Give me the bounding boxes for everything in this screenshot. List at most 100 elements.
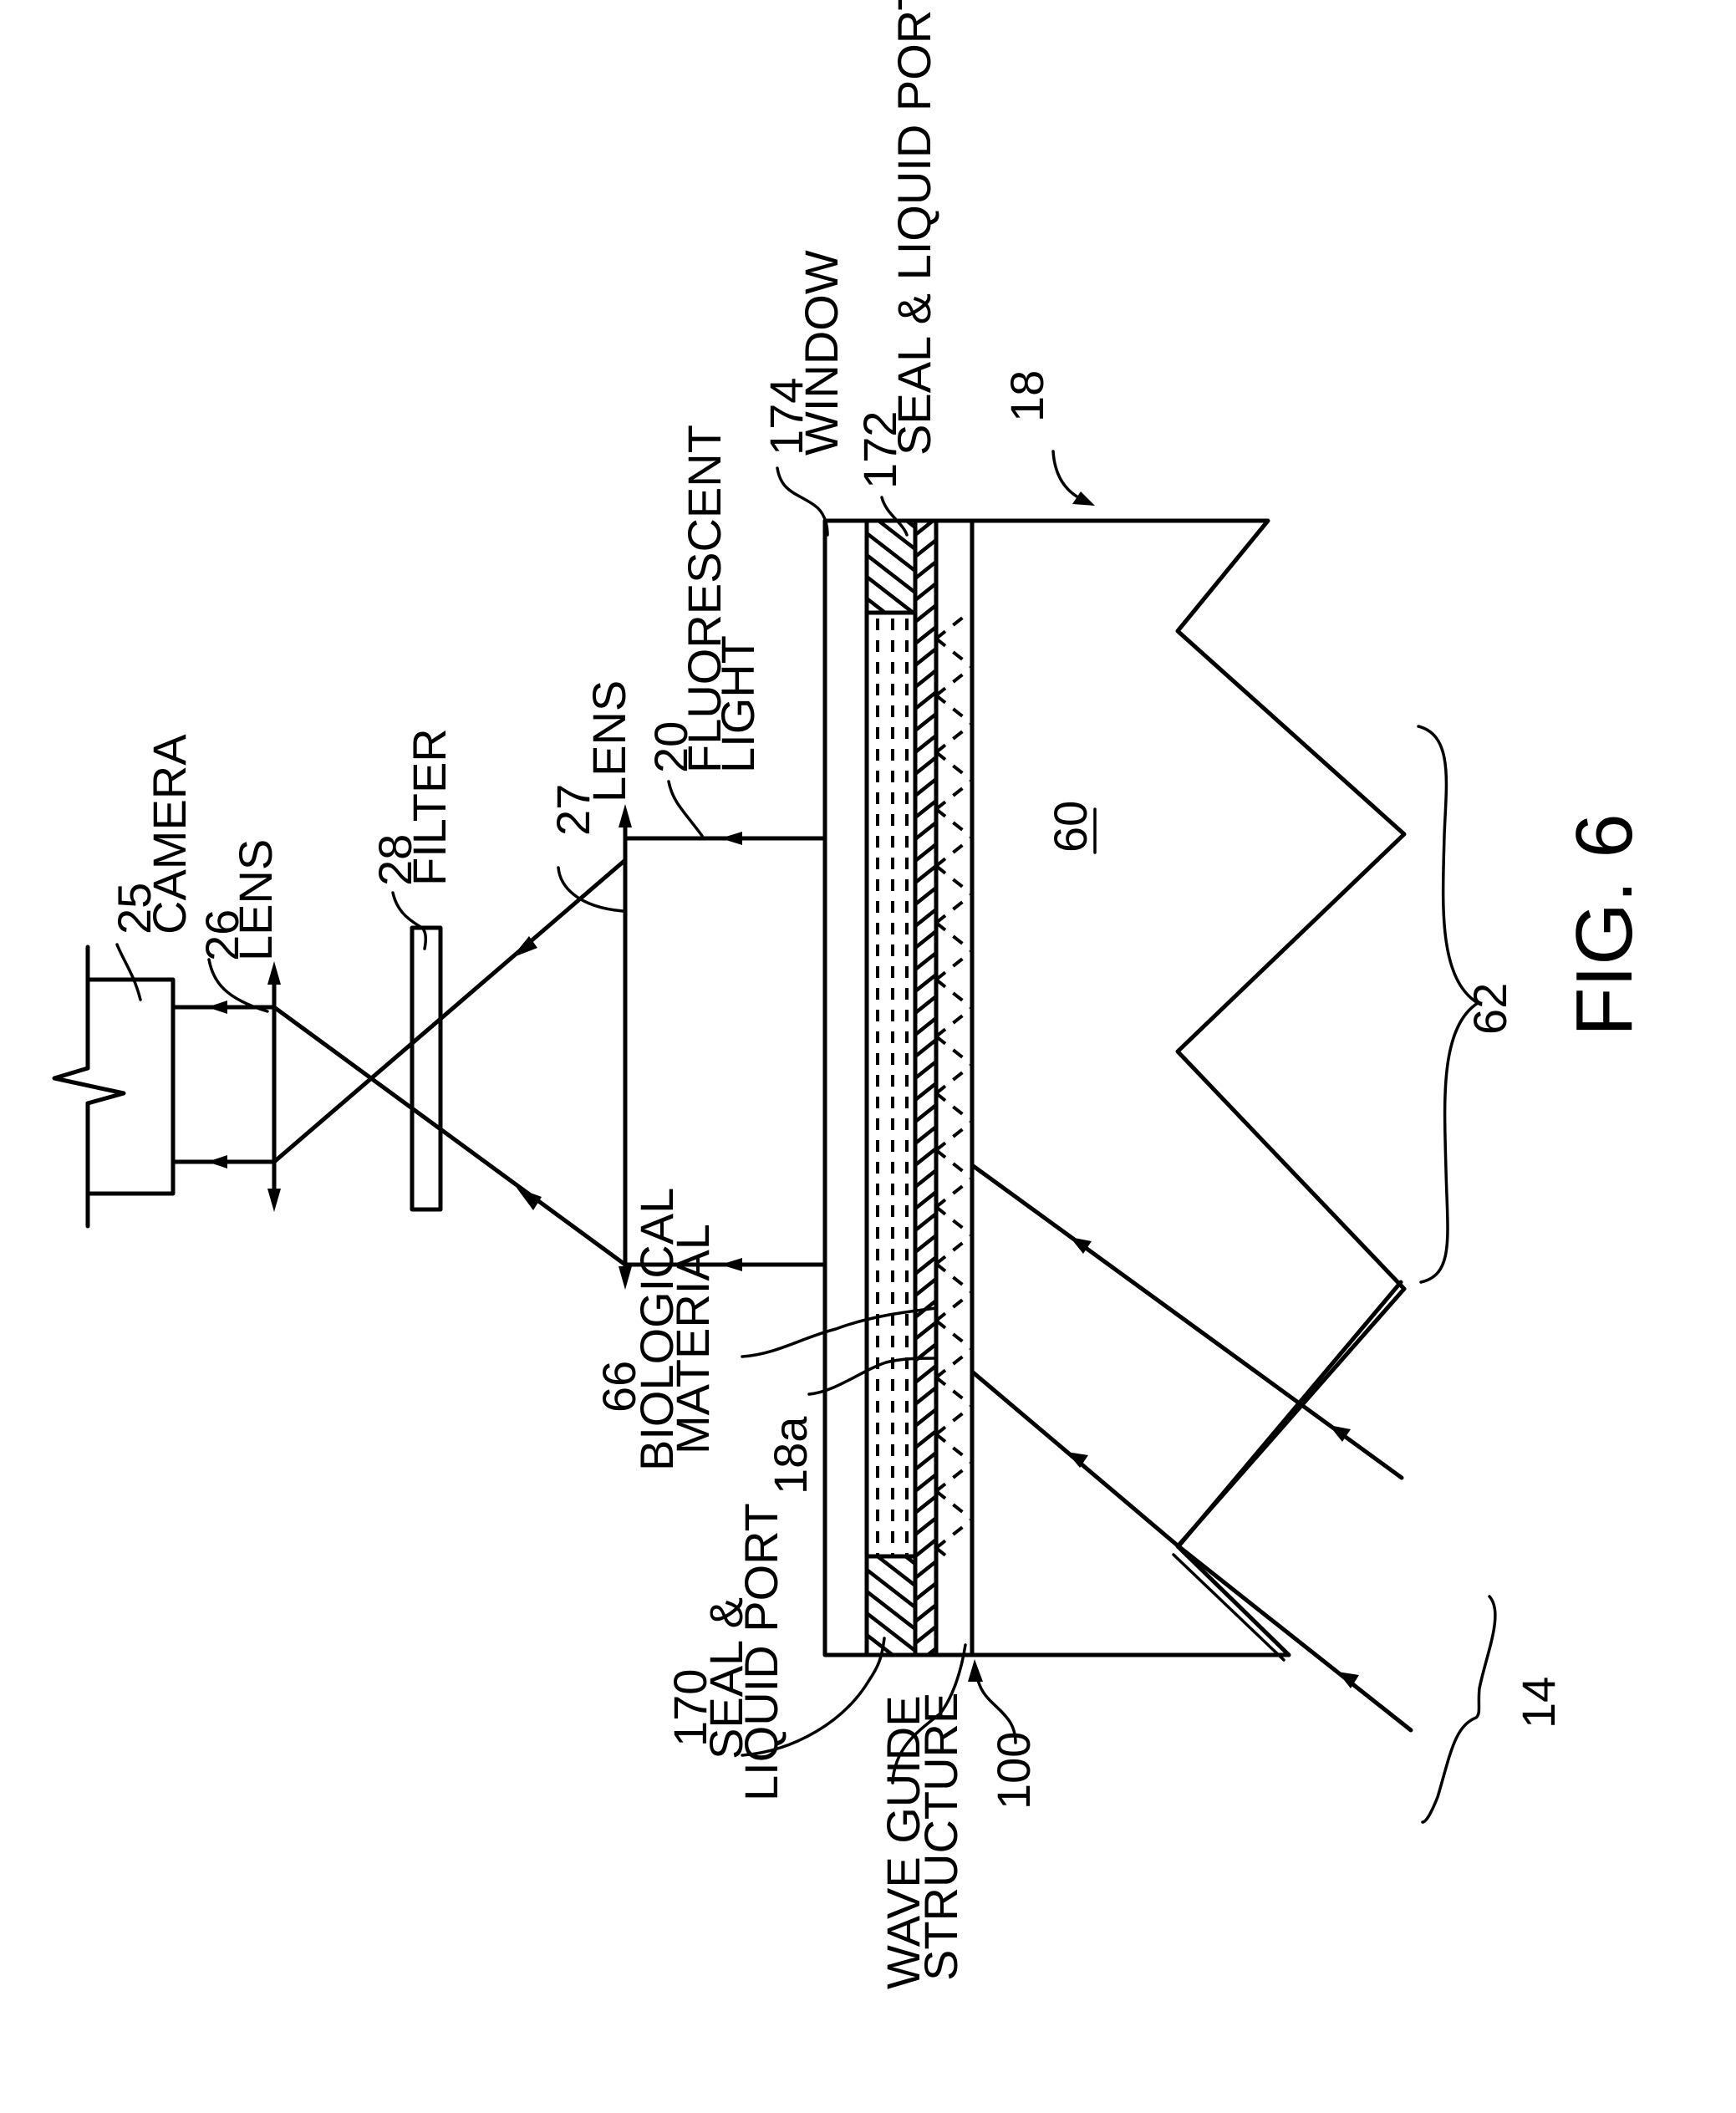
ray-arrowhead — [517, 1188, 542, 1210]
evanescent-dash — [936, 1546, 949, 1556]
lens-26-bottom-arrowhead — [267, 1189, 281, 1212]
strip-hatch-line — [915, 886, 936, 906]
filter — [410, 925, 443, 1212]
seal-hatch-line — [867, 1590, 915, 1631]
strip-hatch-line — [915, 1429, 936, 1449]
strip-hatch-line — [915, 1277, 936, 1297]
evanescent-dash — [936, 665, 972, 697]
strip-hatch-line — [915, 843, 936, 863]
leader-27 — [557, 866, 624, 913]
strip-hatch-line — [915, 777, 936, 797]
seal-hatch-line — [867, 575, 915, 613]
strip-hatch-line — [915, 1212, 936, 1232]
seal-hatch-line — [867, 1657, 915, 1694]
evanescent-dash — [936, 1404, 972, 1436]
lens-27-top-arrowhead — [619, 804, 632, 827]
leader-waveguide — [891, 1643, 967, 1785]
leader-20 — [667, 780, 704, 838]
camera — [52, 944, 176, 1229]
evanescent-dash — [936, 807, 972, 839]
ref-100-label: 100 — [987, 1732, 1040, 1810]
brace-62-label: 62 — [1464, 983, 1516, 1035]
strip-hatch-line — [915, 1103, 936, 1123]
filter-number: 28 — [369, 834, 421, 886]
window-174 — [822, 518, 976, 1657]
lens-27-label: LENS — [583, 680, 635, 802]
label-seal-170: 170 SEAL & LIQUID PORT — [664, 1503, 787, 1801]
beam-arrowhead — [1329, 1425, 1351, 1442]
seal-172-label: SEAL & LIQUID PORT — [888, 0, 940, 456]
label-seal-172: 172 SEAL & LIQUID PORT — [853, 0, 940, 489]
lens-26 — [267, 961, 281, 1212]
brace-62 — [1417, 725, 1481, 1284]
label-filter: 28 FILTER — [369, 728, 456, 886]
prism-number-18: 18 — [1000, 370, 1053, 422]
evanescent-dash — [936, 1234, 972, 1265]
seal-hatch-line — [867, 1611, 915, 1652]
evanescent-dash — [936, 921, 972, 953]
strip-hatch-line — [915, 1473, 936, 1493]
leader-25 — [115, 943, 142, 1001]
fluorescent-number: 20 — [644, 721, 697, 773]
beam-arrowhead — [1337, 1672, 1359, 1688]
evanescent-dash — [936, 1433, 972, 1464]
ray-arrowhead — [720, 832, 742, 845]
evanescent-dash — [936, 722, 972, 754]
window-number: 174 — [760, 378, 812, 456]
camera-break-symbol — [52, 1066, 126, 1106]
strip-hatch-line — [915, 1038, 936, 1058]
label-region-60: 60 — [1044, 801, 1097, 854]
evanescent-dash — [936, 1120, 972, 1152]
strip-hatch-line — [915, 712, 936, 732]
strip-hatch-line — [915, 690, 936, 710]
strip-hatch-line — [915, 1169, 936, 1189]
evanescent-dash — [936, 1006, 972, 1038]
lens-26-label: LENS — [229, 839, 282, 961]
seal-hatch-line — [874, 1556, 915, 1587]
lens-27-number: 27 — [547, 784, 599, 836]
evanescent-dash — [936, 1376, 972, 1408]
leader-26 — [207, 958, 269, 1013]
seal-172-hatch — [867, 521, 915, 613]
label-lens-27: 27 LENS — [547, 680, 635, 836]
beam-arrowhead — [1070, 1237, 1092, 1254]
strip-hatch-line — [915, 1408, 936, 1428]
seal-hatch-line — [867, 1568, 915, 1609]
evanescent-dash — [936, 978, 972, 1010]
strip-hatch-line — [915, 1451, 936, 1471]
strip-hatch-line — [915, 1190, 936, 1210]
brace-14 — [1421, 1595, 1497, 1824]
seal-hatch-line — [902, 1556, 915, 1566]
evanescent-dash — [936, 1177, 972, 1209]
strip-hatch-line — [915, 973, 936, 993]
label-fluorescent-light: 20 FLUORESCENT LIGHT — [644, 425, 764, 773]
strip-hatch-line — [915, 1386, 936, 1406]
ray-arrowhead — [207, 1000, 227, 1014]
strip-hatch-line — [915, 625, 936, 645]
leader-18a — [807, 1357, 938, 1396]
biological-material-fill — [876, 619, 909, 1555]
lens-26-top-arrowhead — [267, 961, 281, 985]
strip-hatch-line — [915, 1060, 936, 1080]
seal-172-number: 172 — [853, 411, 906, 489]
waveguide-label-1: WAVE GUIDE — [877, 1695, 929, 1989]
lens-26-number: 26 — [196, 909, 248, 961]
window-label: WINDOW — [795, 250, 848, 456]
seal-170-label-1: SEAL & — [700, 1597, 752, 1759]
ray-upper-cross — [272, 858, 628, 1164]
evanescent-dash — [936, 1319, 972, 1351]
bio-label-1: BIOLOGICAL — [630, 1188, 683, 1471]
ray-arrowhead — [512, 936, 537, 958]
strip-hatch-line — [915, 1603, 936, 1623]
strip-hatch-line — [915, 1494, 936, 1515]
leader-172 — [880, 496, 909, 537]
strip-hatch-line — [924, 1647, 936, 1655]
strip-hatch-line — [915, 1234, 936, 1254]
lens-27 — [619, 804, 632, 1290]
camera-number: 25 — [108, 883, 160, 934]
ray-arrowhead — [207, 1155, 227, 1169]
strip-hatch-line — [915, 1538, 936, 1558]
layer-stack — [822, 518, 976, 1694]
beam-reflected — [1176, 1280, 1403, 1549]
